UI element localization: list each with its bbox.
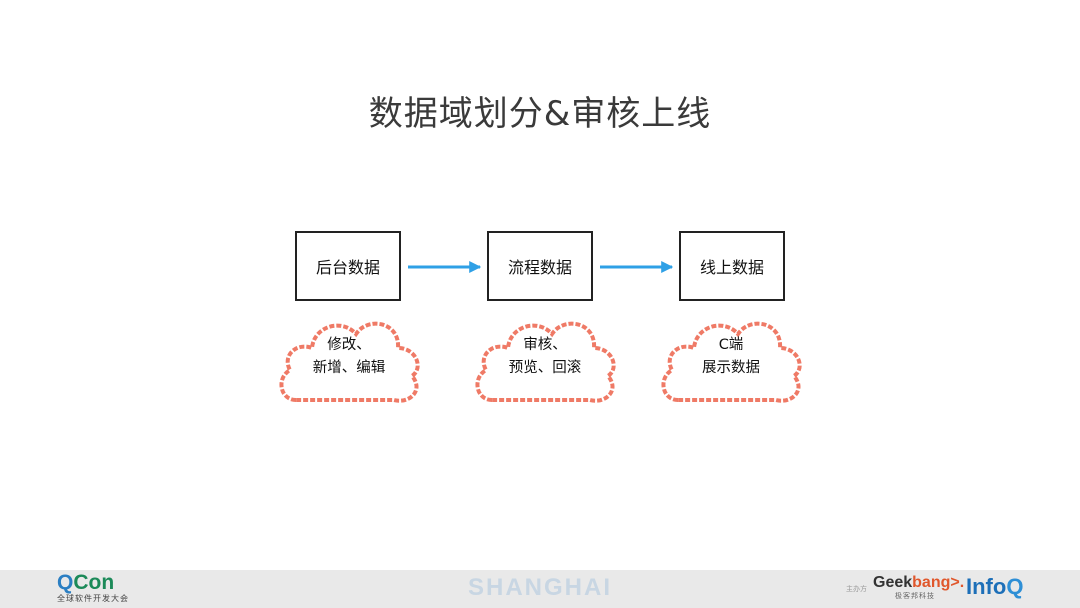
node-online-data: 线上数据 [679, 231, 785, 301]
slide-title: 数据域划分&审核上线 [368, 94, 712, 134]
node-backend-data: 后台数据 [295, 231, 401, 301]
infoq-a: Info [966, 574, 1007, 599]
cloud-shape [279, 321, 420, 403]
cloud-line-2: 新增、编辑 [312, 360, 386, 376]
cloud-backend: 修改、 新增、编辑 [274, 312, 424, 408]
cloud-line-1: C端 [718, 337, 744, 353]
slide: 数据域划分&审核上线 后台数据 流程数据 线上数据 修改、 新增、编辑 审核、 … [274, 94, 806, 408]
infoq-logo: InfoQ [966, 574, 1023, 600]
node-flow-data: 流程数据 [487, 231, 593, 301]
cloud-flow: 审核、 预览、回滚 [470, 312, 620, 408]
qcon-logo-text: Con [73, 571, 115, 594]
cloud-online: C端 展示数据 [656, 312, 806, 408]
cloud-line-2: 预览、回滚 [508, 360, 582, 376]
geekbang-logo: Geekbang>. 极客邦科技 [873, 574, 964, 601]
qcon-tagline: 全球软件开发大会 [57, 594, 129, 603]
cloud-shape [475, 321, 616, 403]
qcon-logo: QCon 全球软件开发大会 [57, 572, 129, 604]
geek-logo-a: Geek [873, 574, 913, 591]
city-label: SHANGHAI [467, 574, 612, 601]
sponsor-label: 主办方 [846, 585, 867, 593]
footer-bar: QCon 全球软件开发大会 SHANGHAI 主办方 Geekbang>. 极客… [0, 570, 1080, 608]
geek-logo-c: >. [950, 574, 965, 591]
cloud-line-1: 审核、 [523, 337, 567, 353]
infoq-b: Q [1006, 574, 1024, 599]
flow-arrows [408, 261, 674, 273]
cloud-line-2: 展示数据 [702, 360, 760, 376]
geek-logo-b: bang [912, 574, 951, 591]
cloud-line-1: 修改、 [327, 337, 371, 353]
cloud-shape [661, 321, 802, 403]
qcon-logo-q: Q [57, 571, 74, 594]
geek-tagline: 极客邦科技 [895, 592, 935, 600]
